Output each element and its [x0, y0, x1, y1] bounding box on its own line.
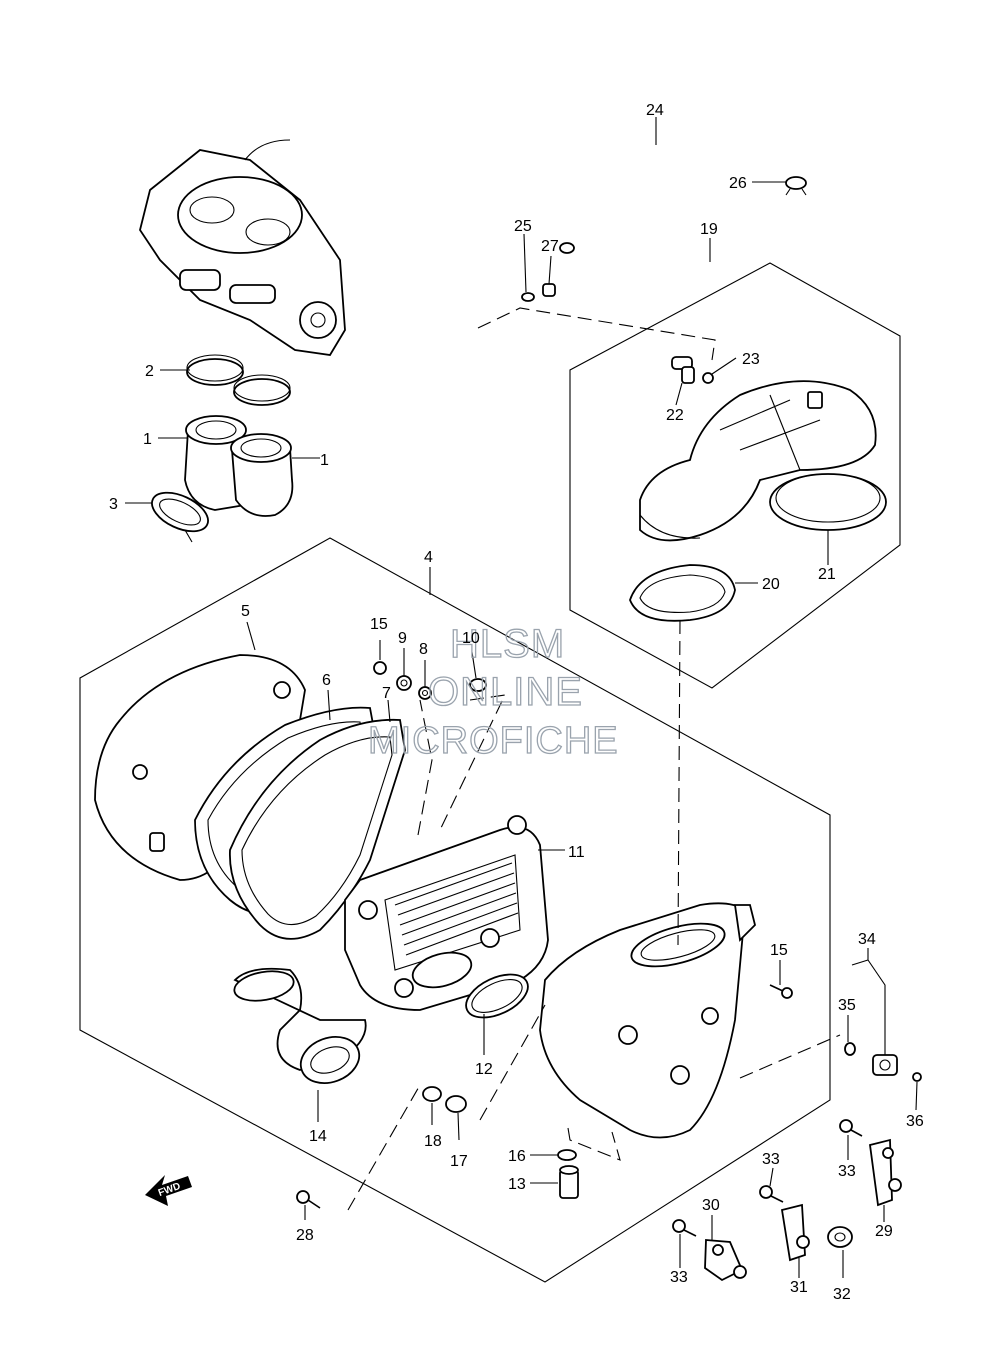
- callout-33: 33: [762, 1151, 780, 1168]
- hose-clamp-3[interactable]: [146, 485, 214, 543]
- callout-18: 18: [424, 1133, 442, 1150]
- o-ring-12[interactable]: [459, 966, 534, 1027]
- plug-27[interactable]: [542, 283, 556, 297]
- callout-15: 15: [770, 942, 788, 959]
- watermark-line-2: ONLINE: [428, 670, 583, 714]
- callout-1: 1: [320, 452, 329, 469]
- breather-hose-24[interactable]: [559, 84, 805, 254]
- callout-10: 10: [462, 630, 480, 647]
- screw-15[interactable]: [373, 661, 387, 675]
- screw-36[interactable]: [912, 1072, 922, 1082]
- bolt-33-lower[interactable]: [672, 1219, 697, 1237]
- callout-17: 17: [450, 1153, 468, 1170]
- gasket-7[interactable]: [229, 718, 406, 940]
- callout-33: 33: [838, 1163, 856, 1180]
- air-cleaner-element-11[interactable]: [344, 815, 549, 1011]
- callout-24: 24: [646, 102, 664, 119]
- throttle-body-assembly[interactable]: [139, 139, 346, 356]
- grommet-18[interactable]: [422, 1086, 442, 1102]
- callout-28: 28: [296, 1227, 314, 1244]
- seal-20[interactable]: [629, 564, 736, 622]
- grommet-10[interactable]: [469, 678, 487, 692]
- callout-20: 20: [762, 576, 780, 593]
- callout-7: 7: [382, 685, 391, 702]
- callout-25: 25: [514, 218, 532, 235]
- callout-2: 2: [145, 363, 154, 380]
- sensor-34[interactable]: [872, 1054, 898, 1076]
- intake-duct-group-box: [569, 262, 901, 689]
- callout-8: 8: [419, 641, 428, 658]
- clip-23[interactable]: [702, 372, 714, 384]
- screw-15-right[interactable]: [769, 984, 793, 999]
- callout-12: 12: [475, 1061, 493, 1078]
- bolt-33-mid[interactable]: [759, 1185, 784, 1203]
- callout-34: 34: [858, 931, 876, 948]
- air-cleaner-case-4[interactable]: [539, 902, 756, 1139]
- callout-13: 13: [508, 1176, 526, 1193]
- callout-3: 3: [109, 496, 118, 513]
- clip-16[interactable]: [557, 1149, 577, 1161]
- forward-direction-marker: FWD: [145, 1175, 192, 1206]
- intake-duct-14[interactable]: [232, 967, 367, 1091]
- hose-clamp-21[interactable]: [769, 473, 887, 531]
- callout-11: 11: [568, 844, 585, 861]
- callout-32: 32: [833, 1286, 851, 1303]
- callout-31: 31: [790, 1279, 808, 1296]
- drain-plug-13[interactable]: [559, 1165, 579, 1199]
- grommet-17[interactable]: [445, 1095, 467, 1113]
- o-ring-35[interactable]: [844, 1042, 856, 1056]
- callout-1: 1: [143, 431, 152, 448]
- callout-30: 30: [702, 1197, 720, 1214]
- clip-25[interactable]: [521, 292, 535, 302]
- callout-5: 5: [241, 603, 250, 620]
- watermark-line-3: MICROFICHE: [368, 720, 619, 762]
- bracket-31[interactable]: [780, 1203, 810, 1262]
- callout-9: 9: [398, 630, 407, 647]
- bracket-29[interactable]: [869, 1138, 902, 1207]
- washer-9[interactable]: [396, 675, 412, 691]
- callout-labels: 1 1 2 3 4 5 6 7 8 9 10 11 12 13 14 15 15…: [109, 102, 924, 1303]
- callout-23: 23: [742, 351, 760, 368]
- callout-19: 19: [700, 221, 718, 238]
- spacer-32[interactable]: [827, 1226, 853, 1248]
- intake-duct-19[interactable]: [639, 380, 877, 542]
- callout-26: 26: [729, 175, 747, 192]
- callout-27: 27: [541, 238, 559, 255]
- intake-pipe-1[interactable]: [184, 415, 294, 517]
- hose-clamp-2[interactable]: [186, 354, 291, 406]
- clip-26[interactable]: [785, 176, 807, 196]
- watermark: HLSM ONLINE MICROFICHE: [367, 621, 619, 762]
- callout-21: 21: [818, 566, 836, 583]
- callout-4: 4: [424, 549, 433, 566]
- callout-29: 29: [875, 1223, 893, 1240]
- callout-22: 22: [666, 407, 684, 424]
- bolt-28[interactable]: [296, 1190, 321, 1209]
- leader-lines: [125, 117, 918, 1278]
- callout-6: 6: [322, 672, 331, 689]
- air-cleaner-group-box: [79, 537, 831, 1283]
- watermark-line-1: HLSM: [450, 622, 565, 666]
- callout-15: 15: [370, 616, 388, 633]
- callout-36: 36: [906, 1113, 924, 1130]
- callout-33: 33: [670, 1269, 688, 1286]
- bolt-33-upper[interactable]: [839, 1119, 863, 1137]
- joint-22[interactable]: [671, 356, 695, 384]
- callout-14: 14: [309, 1128, 327, 1145]
- bracket-30[interactable]: [704, 1239, 747, 1282]
- callout-16: 16: [508, 1148, 526, 1165]
- callout-35: 35: [838, 997, 856, 1014]
